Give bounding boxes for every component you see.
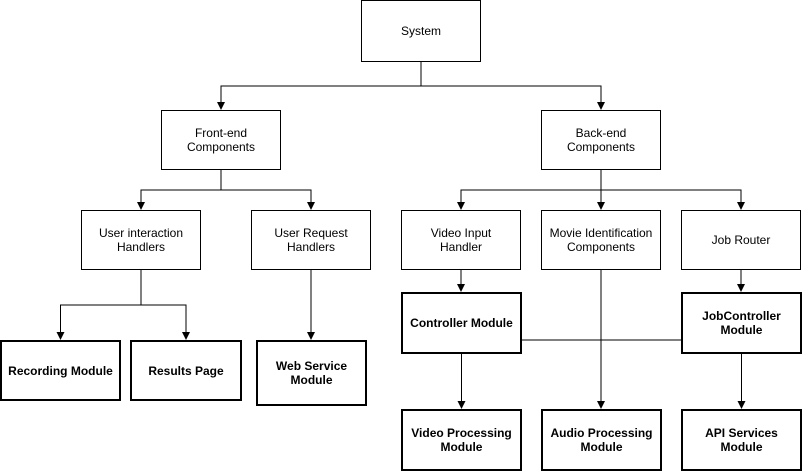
recording-module-box: Recording Module: [0, 340, 121, 401]
results-page-box: Results Page: [130, 340, 242, 401]
video-input-handler-box: Video Input Handler: [401, 210, 521, 270]
controller-module-box: Controller Module: [401, 292, 522, 354]
jobcontroller-module-box: JobController Module: [681, 292, 802, 354]
connector-user_interaction-to-recording_module: [56, 270, 142, 340]
api-services-module-box: API Services Module: [681, 409, 802, 471]
user-request-handlers-box: User Request Handlers: [251, 210, 371, 270]
web-service-module-box: Web Service Module: [256, 340, 367, 406]
connector-frontend-to-user_request: [220, 170, 315, 210]
connector-system-to-backend: [420, 62, 605, 110]
video-processing-module-box: Video Processing Module: [401, 409, 522, 471]
job-router-box: Job Router: [681, 210, 801, 270]
connector-movie_identification-to-api_services_module: [600, 270, 746, 409]
connector-system-to-frontend: [217, 62, 422, 110]
connector-user_interaction-to-results_page: [140, 270, 190, 340]
audio-processing-module-box: Audio Processing Module: [541, 409, 662, 471]
user-interaction-handlers-box: User interaction Handlers: [81, 210, 201, 270]
connector-frontend-to-user_interaction: [137, 170, 222, 210]
connector-backend-to-video_input: [457, 170, 602, 210]
backend-components-box: Back-end Components: [541, 110, 661, 170]
system-box: System: [361, 0, 481, 62]
connector-backend-to-job_router: [600, 170, 745, 210]
frontend-components-box: Front-end Components: [161, 110, 281, 170]
movie-identification-components-box: Movie Identification Components: [541, 210, 661, 270]
